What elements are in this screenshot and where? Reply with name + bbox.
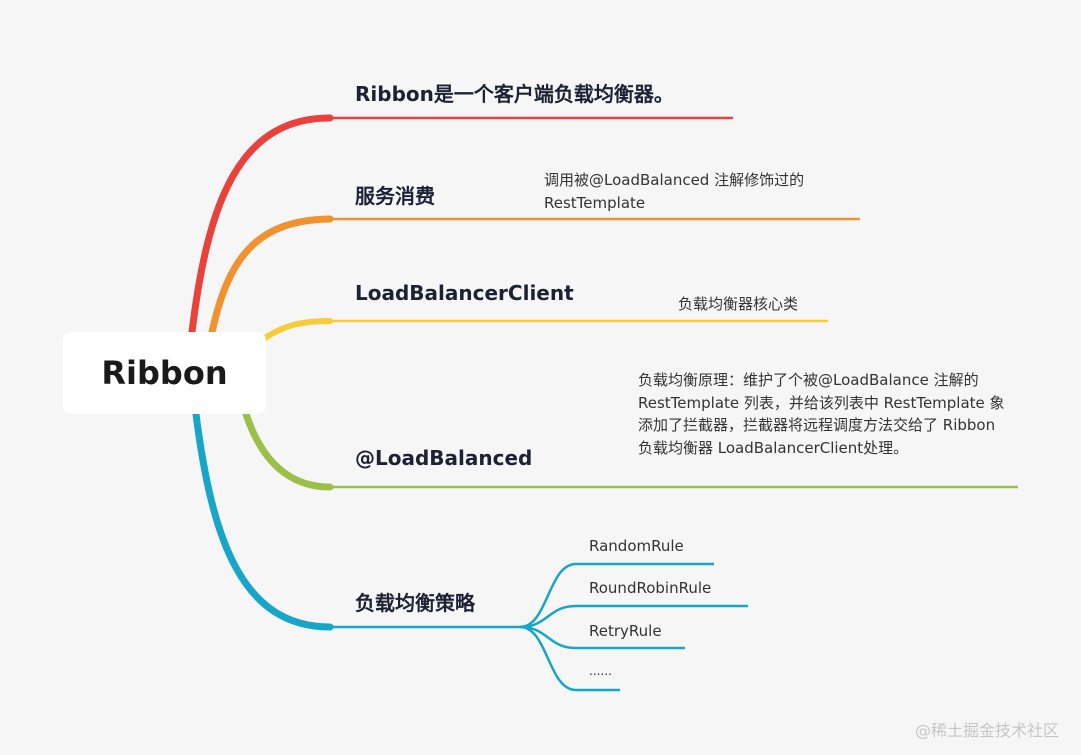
connector-leaf-3 [519, 625, 685, 650]
branch-3-label[interactable]: LoadBalancerClient [355, 281, 574, 305]
leaf-ellipsis[interactable]: ...... [589, 664, 612, 678]
leaf-round-robin-rule[interactable]: RoundRobinRule [589, 579, 712, 597]
connector-branch-5 [192, 410, 334, 631]
connector-branch-1 [188, 114, 334, 336]
branch-4-note: 负载均衡原理：维护了个被@LoadBalance 注解的 RestTemplat… [638, 371, 1005, 457]
leaf-retry-rule[interactable]: RetryRule [589, 622, 662, 640]
connector-leaf-4 [519, 625, 620, 692]
leaf-random-rule[interactable]: RandomRule [589, 537, 684, 555]
connector-branch-4 [242, 410, 334, 491]
branch-2-label[interactable]: 服务消费 [355, 184, 435, 208]
branch-4-label[interactable]: @LoadBalanced [355, 446, 533, 470]
root-node[interactable]: Ribbon [63, 332, 266, 414]
branch-2-note: 调用被@LoadBalanced 注解修饰过的 RestTemplate [544, 171, 805, 212]
branch-1-label[interactable]: Ribbon是一个客户端负载均衡器。 [355, 82, 674, 106]
branch-5-label[interactable]: 负载均衡策略 [355, 591, 475, 615]
branch-3-note: 负载均衡器核心类 [678, 295, 799, 313]
connector-leaf-1 [519, 562, 714, 629]
connector-leaf-2 [519, 604, 748, 629]
connector-branch-3 [259, 318, 333, 343]
root-label: Ribbon [101, 354, 228, 392]
connector-branch-2 [208, 215, 334, 336]
watermark: @稀土掘金技术社区 [914, 721, 1059, 740]
